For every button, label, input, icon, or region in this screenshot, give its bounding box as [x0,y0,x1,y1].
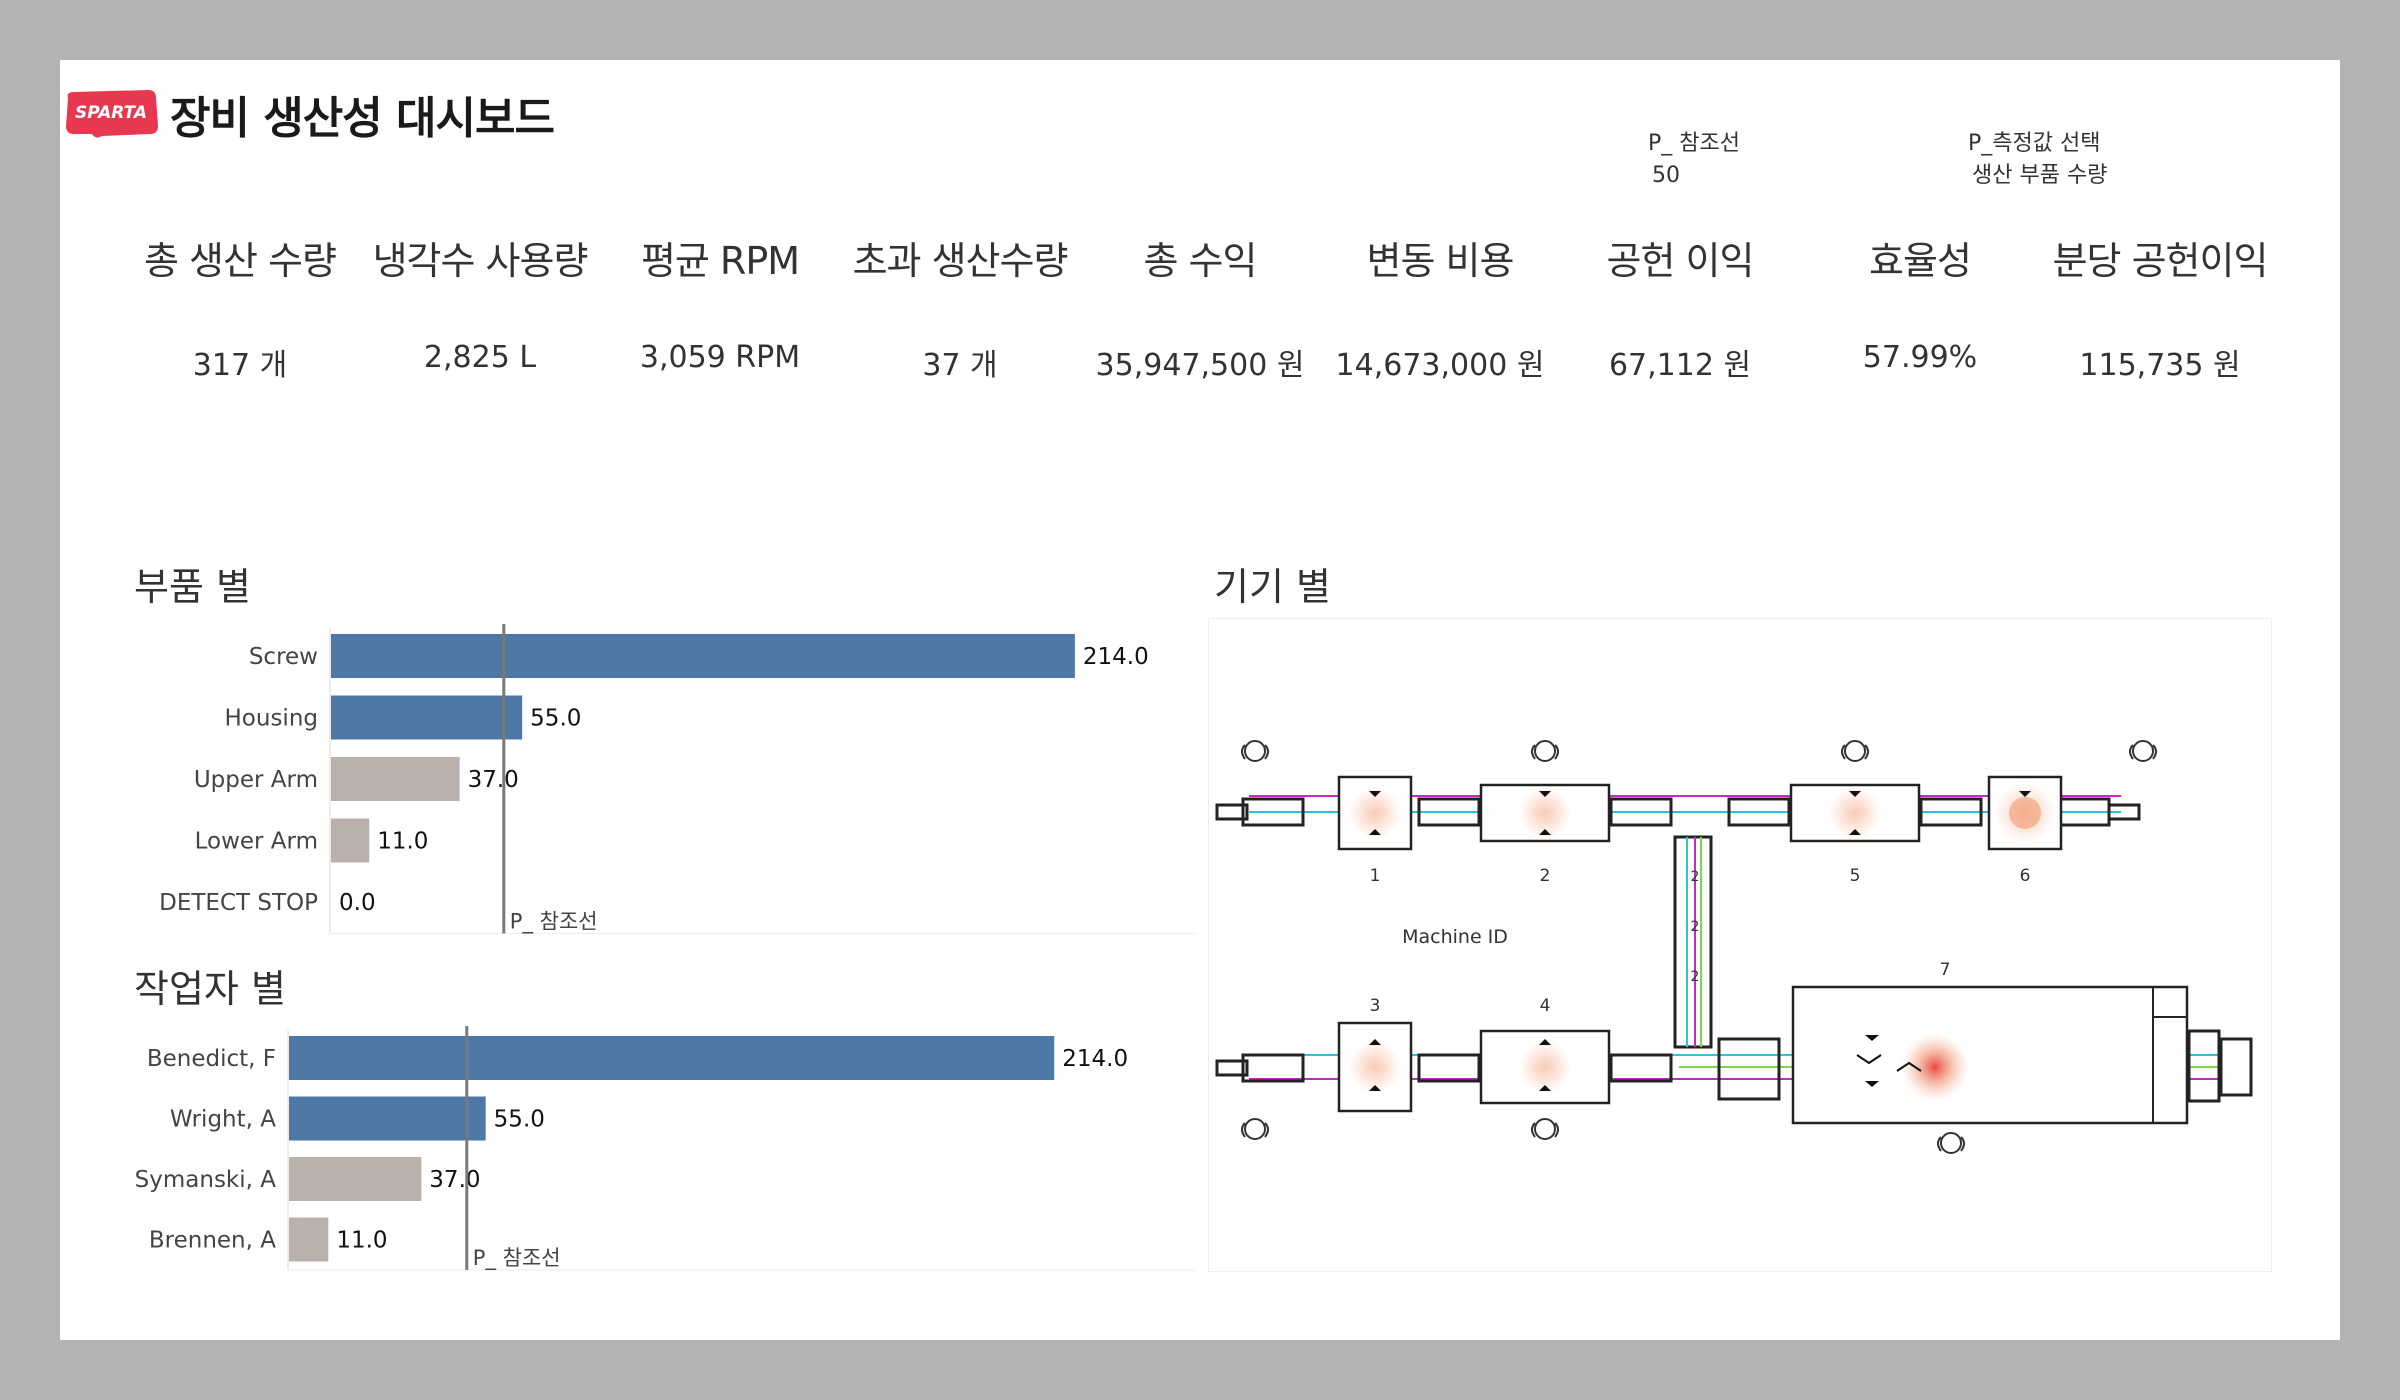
vertical-connector: 2 2 2 [1673,835,1713,1049]
category-label: Screw [249,644,318,670]
category-label: Brennen, A [149,1228,276,1254]
machine-label-7: 7 [1940,960,1951,980]
kpi-value: 37 개 [922,348,998,383]
machine-7[interactable] [1791,985,2189,1125]
kpi-label: 초과 생산수량 [852,239,1069,283]
kpi-label: 냉각수 사용량 [372,239,589,283]
data-label: 0.0 [339,890,376,916]
machine-id-axis-label: Machine ID [1402,926,1508,948]
connector-label-2: 2 [1691,919,1700,935]
machine-6[interactable] [1987,775,2063,851]
kpi-value: 115,735 원 [2079,348,2241,383]
connector-label-1: 2 [1691,869,1700,885]
bar[interactable] [331,757,460,801]
data-label: 37.0 [429,1167,480,1193]
kpi-label: 총 생산 수량 [144,239,337,283]
kpi-value: 317 개 [192,348,288,383]
machine-map-panel: 2 2 2 [1208,618,2272,1272]
machine-label-4: 4 [1540,996,1551,1016]
category-label: Wright, A [170,1107,276,1133]
bar[interactable] [331,818,370,863]
data-label: 55.0 [494,1107,545,1133]
logo-text: SPARTA [75,103,147,123]
machine-5[interactable] [1789,783,1921,843]
kpi-label: 총 수익 [1143,239,1258,283]
kpi-value: 35,947,500 원 [1095,348,1305,383]
param-measure-label: P_측정값 선택 [1968,131,2101,156]
machine-label-2: 2 [1540,866,1551,886]
kpi-value: 67,112 원 [1608,348,1752,383]
machine-label-6: 6 [2020,866,2031,886]
category-label: Upper Arm [194,767,318,793]
param-reference-label: P_ 참조선 [1648,131,1740,156]
machine-label-5: 5 [1850,866,1861,886]
data-label: 11.0 [336,1228,387,1254]
kpi-label: 공헌 이익 [1606,239,1755,283]
data-label: 37.0 [468,767,519,793]
machine-4[interactable] [1479,1029,1611,1105]
category-label: Symanski, A [135,1167,277,1193]
param-reference-line[interactable]: P_ 참조선 50 [1648,128,1740,192]
bar[interactable] [289,1157,422,1201]
section-title-by-worker: 작업자 별 [134,967,286,1011]
kpi-label: 분당 공헌이익 [2052,239,2269,283]
category-label: Housing [225,706,319,732]
data-label: 55.0 [530,706,581,732]
reference-line-label: P_ 참조선 [473,1246,561,1271]
robot-icon [1241,740,2157,1154]
data-label: 214.0 [1083,644,1149,670]
param-measure-select[interactable]: P_측정값 선택 생산 부품 수량 [1968,128,2107,192]
connector-label-3: 2 [1691,969,1700,985]
kpi-label: 평균 RPM [640,239,800,283]
param-measure-value[interactable]: 생산 부품 수량 [1972,163,2108,188]
category-label: Lower Arm [195,829,318,855]
machine-2[interactable] [1479,783,1611,843]
kpi-value: 14,673,000 원 [1335,348,1545,383]
machine-layout-diagram[interactable]: 2 2 2 [1209,619,2271,1271]
kpi-value: 2,825 L [423,340,537,375]
section-title-by-machine: 기기 별 [1214,565,1331,609]
kpi-value: 3,059 RPM [639,340,801,375]
section-title-by-part: 부품 별 [134,565,251,609]
bar[interactable] [331,695,523,740]
param-reference-value[interactable]: 50 [1652,163,1680,188]
machine-1[interactable] [1337,775,1413,851]
machine-label-1: 1 [1370,866,1381,886]
bar[interactable] [289,1036,1055,1080]
kpi-label: 효율성 [1869,239,1972,283]
category-label: DETECT STOP [159,890,318,916]
reference-line-label: P_ 참조선 [510,910,598,935]
data-label: 214.0 [1062,1046,1128,1072]
sparta-logo: SPARTA [66,90,158,138]
data-label: 11.0 [377,829,428,855]
bar[interactable] [289,1217,329,1262]
machine-3[interactable] [1337,1021,1413,1113]
machine-label-3: 3 [1370,996,1381,1016]
kpi-label: 변동 비용 [1366,239,1515,283]
bar[interactable] [331,634,1075,678]
kpi-value: 57.99% [1862,340,1978,375]
category-label: Benedict, F [147,1046,276,1072]
bar[interactable] [289,1096,486,1141]
page-title: 장비 생산성 대시보드 [170,93,555,144]
